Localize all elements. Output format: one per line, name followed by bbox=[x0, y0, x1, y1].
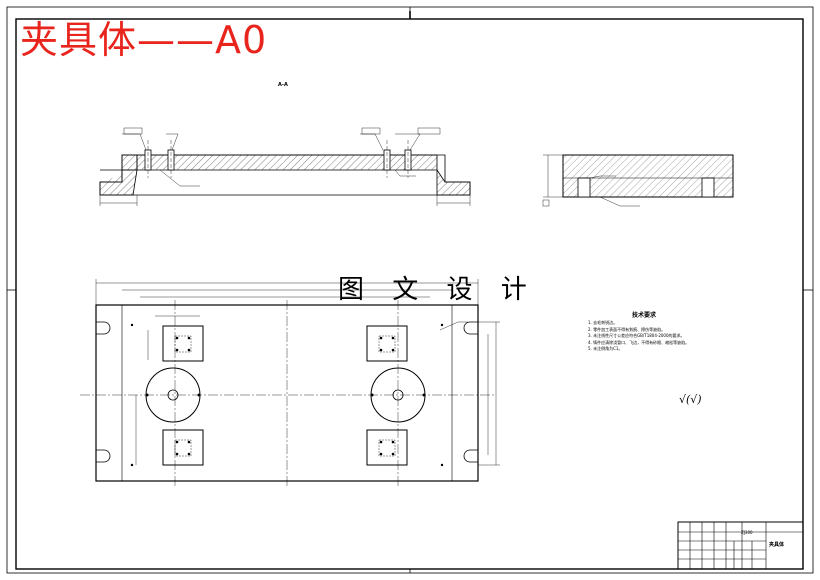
tech-requirements-title: 技术要求 bbox=[632, 312, 657, 319]
tech-note: 1. 去毛刺锐边。 bbox=[588, 320, 618, 325]
watermark-text: 图 文 设 计 bbox=[338, 275, 537, 305]
tech-note: 2. 零件加工表面不得有划痕、擦伤等缺陷。 bbox=[588, 326, 666, 332]
tech-note: 4. 铸件应清除浇冒口、飞边，不得有砂眼、缩松等缺陷。 bbox=[588, 339, 690, 345]
title-block bbox=[677, 521, 804, 570]
side-view bbox=[542, 154, 734, 207]
tech-requirements-list: 1. 去毛刺锐边。 2. 零件加工表面不得有划痕、擦伤等缺陷。 3. 未注线性尺… bbox=[588, 320, 689, 353]
roughness-symbol: √(√) bbox=[679, 393, 702, 406]
plan-view bbox=[80, 279, 500, 488]
tech-note: 3. 未注线性尺寸公差应符合GB/T1804-2000的要求。 bbox=[588, 333, 685, 339]
drawing-title: 夹具体——A0 bbox=[20, 18, 268, 62]
title-block-code: ZJ300 bbox=[741, 530, 753, 535]
tech-note: 5. 未注倒角为C1。 bbox=[588, 346, 623, 352]
pad-holes bbox=[130, 323, 444, 467]
section-label: A-A bbox=[278, 82, 288, 88]
section-view bbox=[99, 127, 471, 206]
title-block-part-name: 夹具体 bbox=[769, 542, 785, 548]
